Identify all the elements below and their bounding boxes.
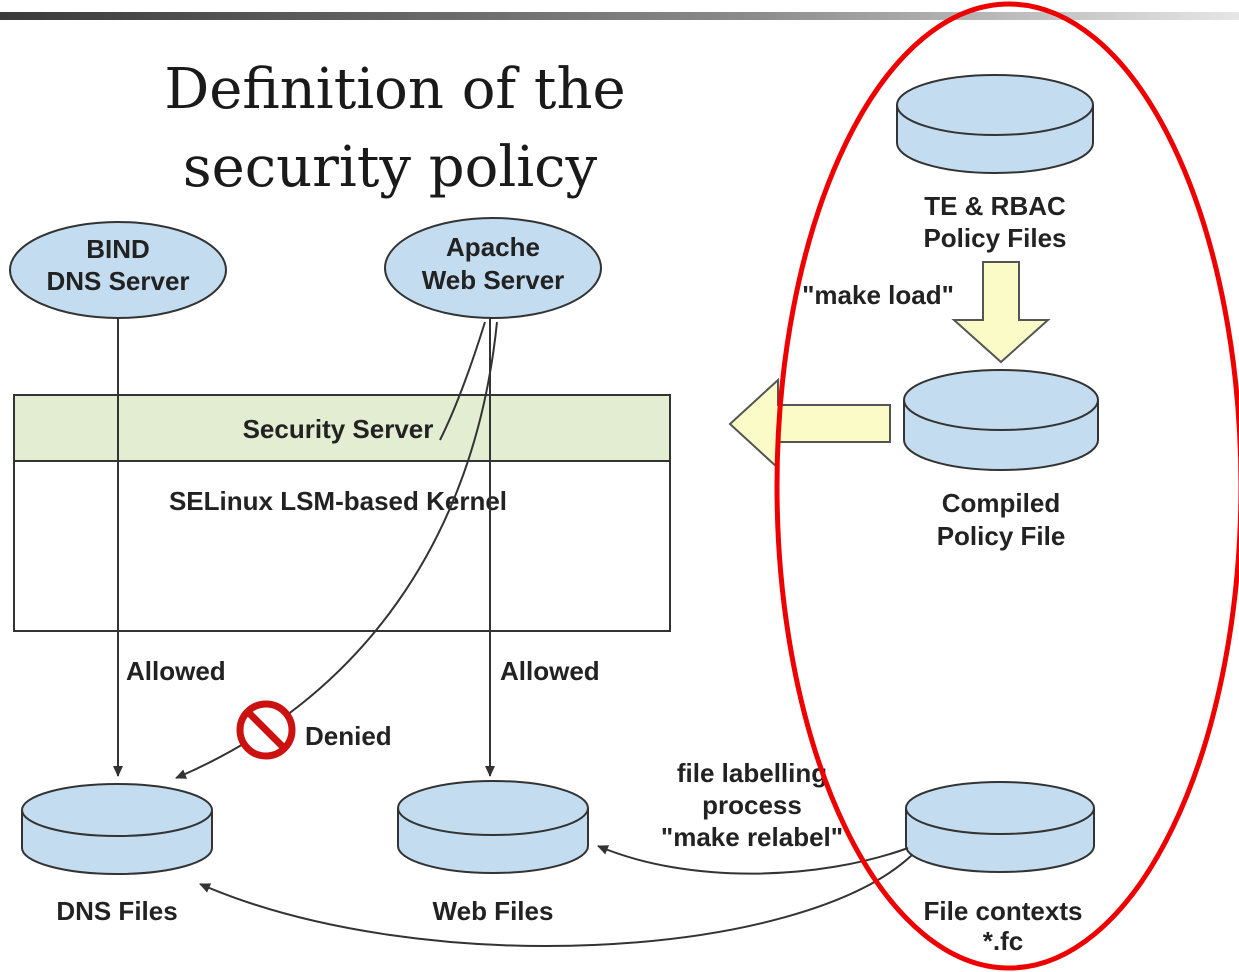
file-contexts-node: File contexts *.fc — [905, 781, 1095, 956]
web-files-node: Web Files — [397, 780, 589, 926]
apache-return-line — [439, 321, 486, 441]
compiled-policy-file-node: Compiled Policy File — [903, 369, 1099, 551]
dns-files-label: DNS Files — [56, 896, 177, 926]
allowed-label-left: Allowed — [126, 656, 226, 686]
te-rbac-label-line-1: TE & RBAC — [924, 191, 1066, 221]
make-load-label: "make load" — [802, 280, 954, 310]
relabel-label-line-2: process — [702, 790, 802, 820]
web-files-label: Web Files — [433, 896, 554, 926]
compiled-label-line-2: Policy File — [937, 521, 1066, 551]
apache-label-line-1: Apache — [446, 232, 540, 262]
make-load-arrow — [951, 261, 1051, 364]
te-rbac-label-line-2: Policy Files — [923, 223, 1066, 253]
title-line-1: Definition of the — [164, 57, 625, 122]
prohibited-icon — [236, 700, 296, 760]
te-rbac-policy-files-node: TE & RBAC Policy Files — [896, 74, 1094, 253]
file-contexts-label-line-1: File contexts — [924, 896, 1083, 926]
title-line-2: security policy — [183, 135, 598, 200]
bind-dns-server-node: BIND DNS Server — [9, 221, 227, 319]
kernel-box: Security Server SELinux LSM-based Kernel — [13, 394, 671, 632]
security-server-label: Security Server — [243, 414, 434, 444]
relabel-label-line-3: "make relabel" — [661, 822, 843, 852]
denied-label: Denied — [305, 721, 392, 751]
security-server-band — [13, 394, 671, 462]
relabel-arrow-to-web-files — [597, 845, 909, 875]
relabel-label-line-1: file labelling — [677, 758, 827, 788]
diagram-title: Definition of the security policy — [164, 57, 625, 200]
apache-web-server-node: Apache Web Server — [384, 217, 602, 319]
bind-label-line-2: DNS Server — [46, 266, 189, 296]
highlight-ellipse — [774, 1, 1239, 971]
compiled-label-line-1: Compiled — [942, 488, 1060, 518]
relabel-arrow-to-dns-files — [199, 854, 913, 947]
policy-load-arrow — [728, 377, 891, 471]
dns-files-node: DNS Files — [21, 783, 213, 926]
bind-label-line-1: BIND — [86, 234, 150, 264]
apache-label-line-2: Web Server — [422, 265, 565, 295]
file-contexts-label-line-2: *.fc — [983, 926, 1023, 956]
kernel-label: SELinux LSM-based Kernel — [169, 486, 507, 516]
top-divider-bar — [0, 12, 1239, 20]
allowed-label-right: Allowed — [500, 656, 600, 686]
